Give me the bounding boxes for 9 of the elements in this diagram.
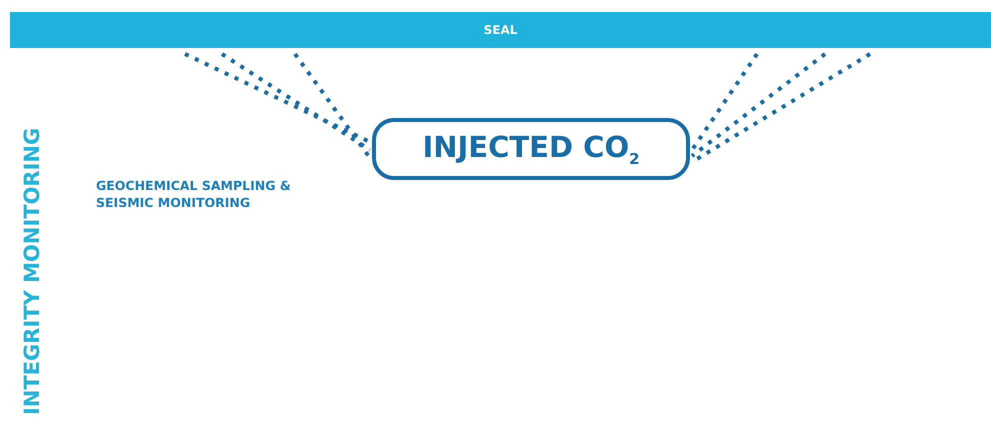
injection-box: INJECTED CO$_{2}$: [372, 118, 690, 180]
monitoring-label: GEOCHEMICAL SAMPLING & SEISMIC MONITORING: [96, 177, 292, 211]
dotted-line: [690, 52, 826, 158]
dotted-line: [293, 52, 372, 160]
seal-band: SEAL: [10, 12, 991, 48]
side-heading: INTEGRITY MONITORING: [20, 126, 44, 415]
dotted-line: [184, 52, 371, 144]
dotted-line: [220, 52, 372, 152]
dotted-line: [690, 52, 759, 152]
